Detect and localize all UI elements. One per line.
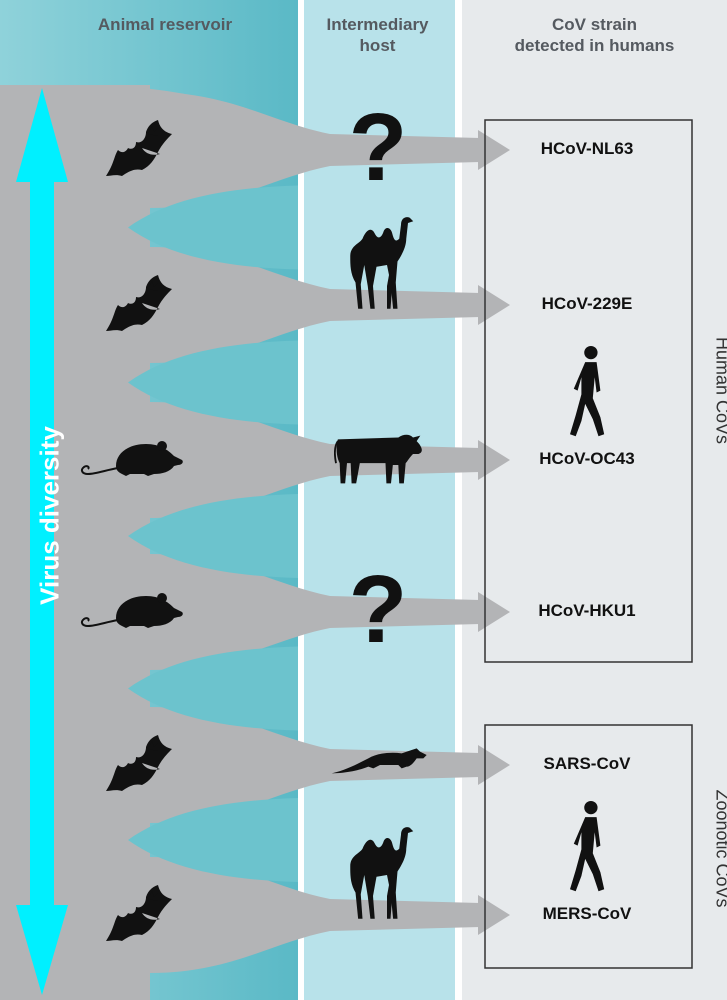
strain-header: CoV strain detected in humans [462, 14, 727, 56]
strain-label: SARS-CoV [512, 754, 662, 774]
unknown-host-icon: ? [349, 94, 408, 201]
strain-label: HCoV-OC43 [512, 449, 662, 469]
unknown-host-icon: ? [349, 556, 408, 663]
strain-label: HCoV-229E [512, 294, 662, 314]
zoonotic-covs-label: Zoonotic CoVs [712, 769, 727, 929]
flow-trunk [0, 85, 150, 1000]
reservoir-header: Animal reservoir [30, 14, 300, 35]
strain-label: MERS-CoV [512, 904, 662, 924]
virus-diversity-label: Virus diversity [35, 426, 66, 606]
human-covs-label: Human CoVs [712, 326, 727, 456]
strain-label: HCoV-HKU1 [512, 601, 662, 621]
intermediate-host-header: Intermediary host [300, 14, 455, 56]
strain-label: HCoV-NL63 [512, 139, 662, 159]
